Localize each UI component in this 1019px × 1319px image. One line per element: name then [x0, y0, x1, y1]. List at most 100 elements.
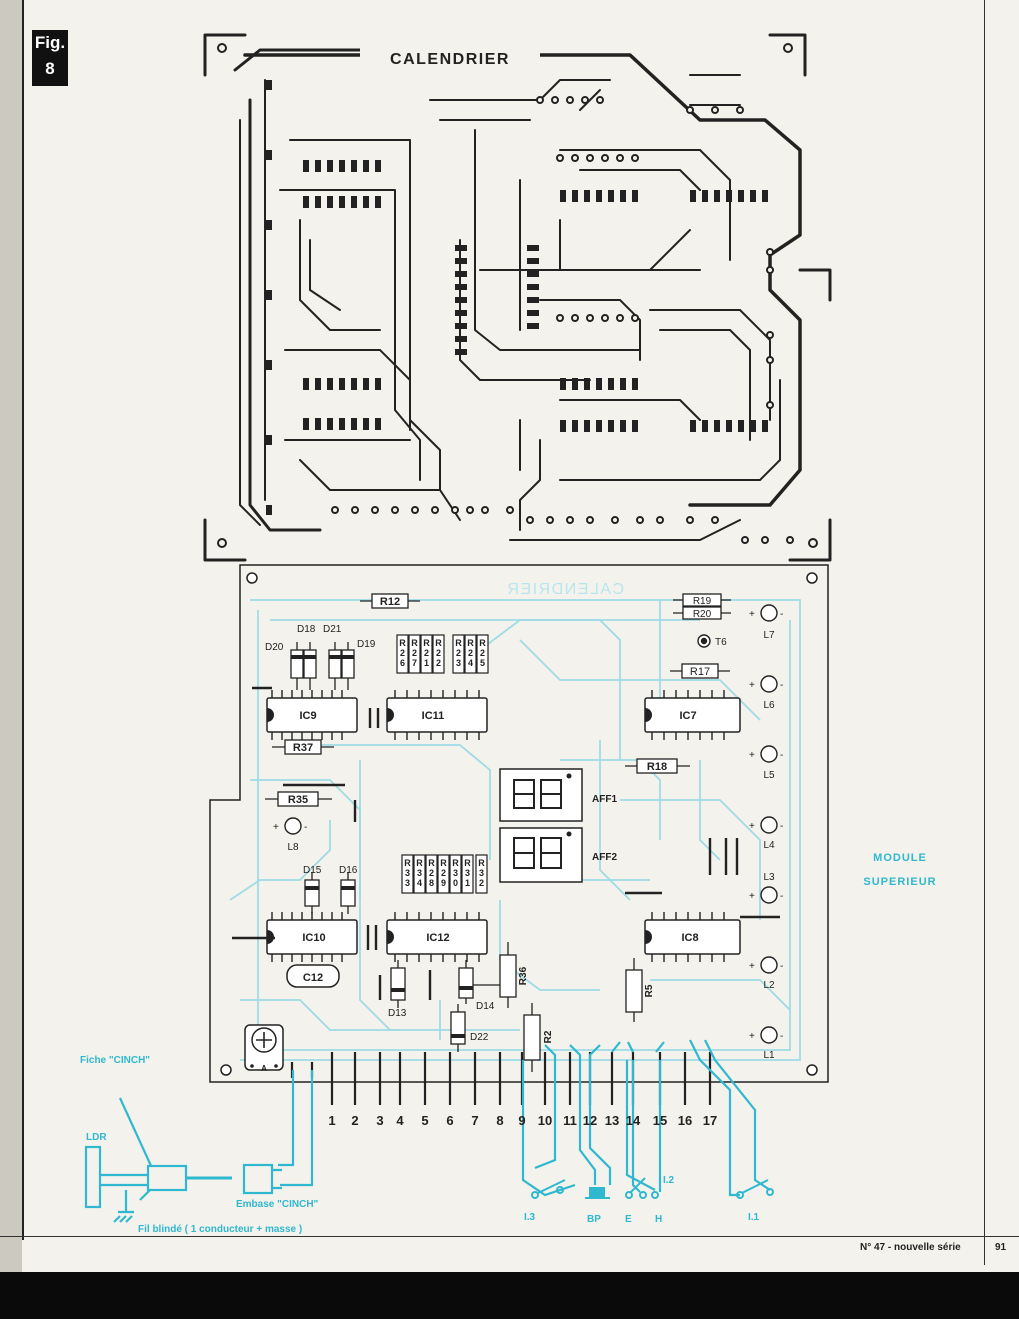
component-board: CALENDRIER — [209, 564, 829, 1105]
potentiometer-a — [244, 1024, 284, 1071]
resistor-bank-label-r34: R — [416, 858, 423, 868]
label-l6: L6 — [763, 700, 775, 711]
resistor-bank-label-r32: 2 — [479, 878, 484, 888]
label-ic8: IC8 — [681, 932, 698, 944]
module-label: MODULE SUPERIEUR — [850, 846, 950, 894]
svg-text:+: + — [749, 961, 755, 972]
label-l4: L4 — [763, 840, 775, 851]
led-l5 — [760, 745, 778, 763]
copper-round-pads — [217, 43, 818, 548]
resistor-bank-label-r23: 3 — [456, 658, 461, 668]
display-aff2 — [499, 827, 583, 883]
label-r12: R12 — [380, 596, 400, 608]
d18-body — [303, 649, 317, 679]
module-label-line1: MODULE — [873, 852, 927, 864]
pin-label-16: 16 — [678, 1113, 692, 1128]
resistor-bank-label-r31: 1 — [465, 878, 470, 888]
resistor-bank-label-r31: R — [464, 858, 471, 868]
pin-label-1: 1 — [328, 1113, 335, 1128]
svg-text:+: + — [749, 891, 755, 902]
corner-mark-tr — [768, 33, 807, 77]
label-l2: L2 — [763, 980, 775, 991]
label-d22: D22 — [470, 1032, 489, 1043]
resistor-bank-label-r24: R — [467, 638, 474, 648]
label-pot-a: A — [261, 1064, 267, 1073]
d19-body — [341, 649, 355, 679]
page-spine — [0, 0, 22, 1319]
fiche-cinch — [146, 1164, 188, 1192]
resistor-bank-top — [396, 634, 489, 674]
label-switch-bp: BP — [587, 1214, 601, 1225]
label-r37: R37 — [293, 742, 313, 754]
d15-body — [304, 879, 320, 907]
pin-label-7: 7 — [471, 1113, 478, 1128]
resistor-bank-label-r28: R — [428, 858, 435, 868]
label-d20: D20 — [265, 642, 284, 653]
resistor-bank-label-r34: 3 — [417, 868, 422, 878]
pin-label-17: 17 — [703, 1113, 717, 1128]
pin-label-15: 15 — [653, 1113, 667, 1128]
label-r2: R2 — [543, 1030, 554, 1043]
resistor-bank-label-r26: 2 — [400, 648, 405, 658]
svg-text:-: - — [780, 961, 783, 972]
pad-column-center — [455, 245, 539, 355]
label-switch-e: E — [625, 1214, 632, 1225]
label-r35: R35 — [288, 794, 308, 806]
footer-issue: N° 47 - nouvelle série — [860, 1242, 961, 1253]
label-r5: R5 — [644, 984, 655, 997]
resistor-bank-label-r27: R — [411, 638, 418, 648]
ldr-and-plugs — [84, 1145, 282, 1223]
mirrored-board-title: CALENDRIER — [506, 581, 624, 598]
svg-text:-: - — [304, 822, 307, 833]
resistor-bank-label-r21: 2 — [424, 648, 429, 658]
label-ic7: IC7 — [679, 710, 696, 722]
pad-row-ic-left-b — [303, 378, 381, 430]
resistor-bank-label-r21: 1 — [424, 658, 429, 668]
label-switch-i2: I.2 — [663, 1175, 675, 1186]
resistor-bank-label-r29: 9 — [441, 878, 446, 888]
c12-body — [286, 964, 340, 988]
label-switch-i3: I.3 — [524, 1212, 536, 1223]
copper-pads — [266, 80, 768, 515]
component-labels: R12 R19 R20 R17 R37 R35 R18 R36 R5 R2 IC… — [261, 596, 775, 1073]
figure-label-line1: Fig. — [34, 33, 66, 52]
r2-body — [523, 1014, 541, 1061]
switch-i1 — [741, 1179, 769, 1194]
label-ic10: IC10 — [302, 932, 325, 944]
r5-body — [625, 969, 643, 1013]
label-cable: Fil blindé ( 1 conducteur + masse ) — [138, 1224, 302, 1235]
board-outline — [209, 564, 829, 1083]
label-r17: R17 — [690, 666, 710, 678]
label-d15: D15 — [303, 865, 322, 876]
footer-rule — [0, 1236, 1019, 1237]
label-d14: D14 — [476, 1001, 495, 1012]
ldr-body — [84, 1145, 102, 1209]
resistor-bank-label-r26: R — [399, 638, 406, 648]
spine-line — [22, 0, 24, 1240]
embase-cinch — [242, 1163, 274, 1195]
copper-title-bg — [360, 44, 540, 70]
svg-text:+: + — [273, 822, 279, 833]
resistor-bank-label-r34: 4 — [417, 878, 422, 888]
pad-row-ic-right-b — [560, 378, 768, 432]
led-l6 — [760, 675, 778, 693]
label-ldr: LDR — [86, 1132, 107, 1143]
label-r19: R19 — [693, 596, 712, 607]
resistor-bank-label-r33: R — [404, 858, 411, 868]
label-ic11: IC11 — [422, 710, 445, 722]
display-aff1 — [499, 768, 583, 822]
label-ic9: IC9 — [299, 710, 316, 722]
resistor-bank-label-r25: R — [479, 638, 486, 648]
led-l1 — [760, 1026, 778, 1044]
label-t6: T6 — [715, 637, 727, 648]
pad-column-left — [266, 80, 272, 515]
resistor-bank-label-r32: 3 — [479, 868, 484, 878]
pin-label-12: 12 — [583, 1113, 597, 1128]
label-l8: L8 — [287, 842, 299, 853]
label-r18: R18 — [647, 761, 667, 773]
led-l7 — [760, 604, 778, 622]
led-l3 — [760, 886, 778, 904]
